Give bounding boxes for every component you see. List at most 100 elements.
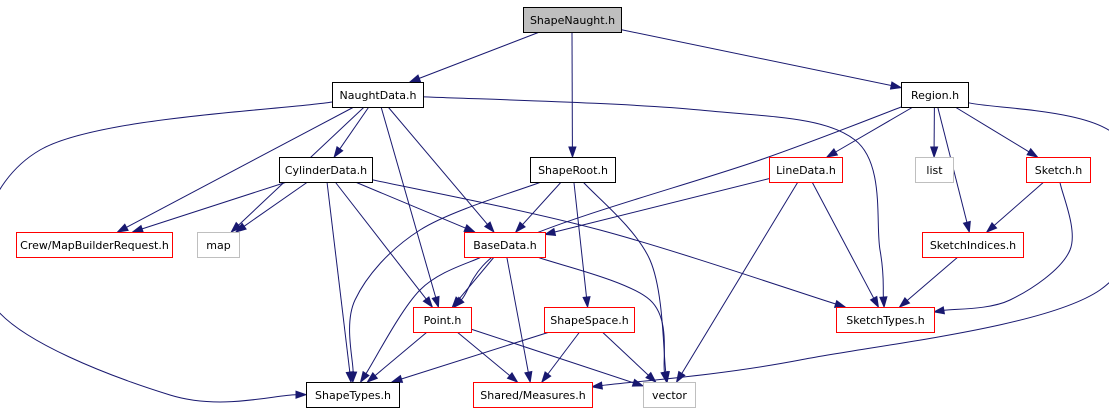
edge-line <box>470 328 634 384</box>
edge-line <box>547 331 580 375</box>
edge-basedata-to-shapetypes <box>359 256 482 384</box>
node-naughtdata[interactable]: NaughtData.h <box>332 82 424 108</box>
edge-cylinderdata-to-sketchtypes <box>371 179 847 308</box>
edge-shapespace-to-vector <box>601 331 657 384</box>
edge-line <box>681 181 799 374</box>
edge-linedata-to-basedata <box>543 178 770 236</box>
edge-arrowhead <box>431 295 440 309</box>
edge-naughtdata-to-cylinderdata <box>333 106 370 159</box>
node-point[interactable]: Point.h <box>413 307 472 333</box>
node-box <box>413 307 472 333</box>
edge-basedata-to-measures <box>506 256 533 384</box>
edge-arrowhead <box>675 370 686 384</box>
edge-line <box>537 256 665 373</box>
edge-arrowhead <box>408 74 422 83</box>
edge-line <box>401 331 550 380</box>
edge-shapenaught-to-naughtdata <box>408 31 540 83</box>
node-measures[interactable]: Shared/Measures.h <box>473 382 593 408</box>
edge-line <box>601 331 649 376</box>
edge-region-to-sketch <box>954 106 1039 158</box>
node-sketchindices[interactable]: SketchIndices.h <box>922 232 1024 258</box>
edge-naughtdata-to-point <box>380 106 440 309</box>
node-label: SketchTypes.h <box>846 314 925 327</box>
edge-basedata-to-point <box>451 256 495 309</box>
edge-arrowhead <box>131 224 144 233</box>
edge-line <box>380 106 437 298</box>
node-map: map <box>197 232 240 258</box>
node-list: list <box>915 157 954 183</box>
edge-line <box>522 181 562 225</box>
edge-line <box>355 181 466 229</box>
edge-arrowhead <box>333 145 344 159</box>
edge-arrowhead <box>833 299 847 308</box>
edge-line <box>943 181 1073 311</box>
node-label: Sketch.h <box>1035 164 1083 177</box>
edge-arrowhead <box>506 372 519 383</box>
edge-cylinderdata-to-basedata <box>355 181 477 233</box>
node-label: Region.h <box>911 89 959 102</box>
node-label: CylinderData.h <box>285 164 367 177</box>
node-box <box>279 157 373 183</box>
node-box <box>306 382 400 408</box>
edge-arrowhead <box>543 227 557 236</box>
node-sketchtypes[interactable]: SketchTypes.h <box>836 307 935 333</box>
node-box <box>643 382 696 408</box>
edge-line <box>419 31 540 79</box>
node-label: Crew/MapBuilderRequest.h <box>20 239 169 252</box>
node-box <box>544 307 635 333</box>
node-label: BaseData.h <box>473 239 537 252</box>
edge-line <box>582 181 667 373</box>
node-box <box>922 232 1024 258</box>
node-basedata[interactable]: BaseData.h <box>464 232 546 258</box>
node-shaperoot[interactable]: ShapeRoot.h <box>530 157 616 183</box>
edge-line <box>460 106 902 301</box>
edge-arrowhead <box>985 221 998 234</box>
node-label: LineData.h <box>776 164 836 177</box>
edge-line <box>906 256 959 301</box>
edges-layer <box>0 29 1109 403</box>
edge-basedata-to-vector <box>537 256 669 384</box>
node-shapespace[interactable]: ShapeSpace.h <box>544 307 635 333</box>
edge-line <box>326 181 351 373</box>
edge-point-to-vector <box>470 328 645 387</box>
edge-arrowhead <box>514 221 526 234</box>
edge-line <box>506 256 529 373</box>
node-sketch[interactable]: Sketch.h <box>1026 157 1091 183</box>
node-crew[interactable]: Crew/MapBuilderRequest.h <box>16 232 173 258</box>
node-box <box>769 157 843 183</box>
edge-shapenaught-to-shaperoot <box>568 31 577 159</box>
edge-arrowhead <box>366 372 379 383</box>
edge-line <box>365 256 482 374</box>
node-label: SketchIndices.h <box>930 239 1016 252</box>
edge-arrowhead <box>582 296 591 309</box>
node-box <box>530 157 616 183</box>
node-box <box>901 82 969 108</box>
node-label: ShapeNaught.h <box>530 14 615 27</box>
edge-arrowhead <box>234 222 247 233</box>
edge-line <box>601 102 1109 386</box>
edge-shaperoot-to-shapespace <box>573 181 591 309</box>
edge-arrowhead <box>1026 147 1039 158</box>
edge-shaperoot-to-shapetypes <box>348 181 542 384</box>
edge-arrowhead <box>483 221 495 234</box>
edge-linedata-to-sketchtypes <box>811 181 880 309</box>
edge-line <box>573 181 587 298</box>
edge-line <box>334 181 427 300</box>
edge-arrowhead <box>825 148 839 158</box>
node-shapenaught[interactable]: ShapeNaught.h <box>523 7 622 33</box>
node-region[interactable]: Region.h <box>901 82 969 108</box>
node-shapetypes[interactable]: ShapeTypes.h <box>306 382 400 408</box>
node-box <box>915 157 954 183</box>
node-cylinderdata[interactable]: CylinderData.h <box>279 157 373 183</box>
edge-arrowhead <box>645 371 657 384</box>
edge-arrowhead <box>879 296 888 309</box>
edge-arrowhead <box>540 371 552 384</box>
node-linedata[interactable]: LineData.h <box>769 157 843 183</box>
node-box <box>332 82 424 108</box>
edge-arrowhead <box>932 306 946 315</box>
node-label: ShapeSpace.h <box>550 314 628 327</box>
edge-line <box>374 331 428 376</box>
edge-arrowhead <box>660 370 669 384</box>
